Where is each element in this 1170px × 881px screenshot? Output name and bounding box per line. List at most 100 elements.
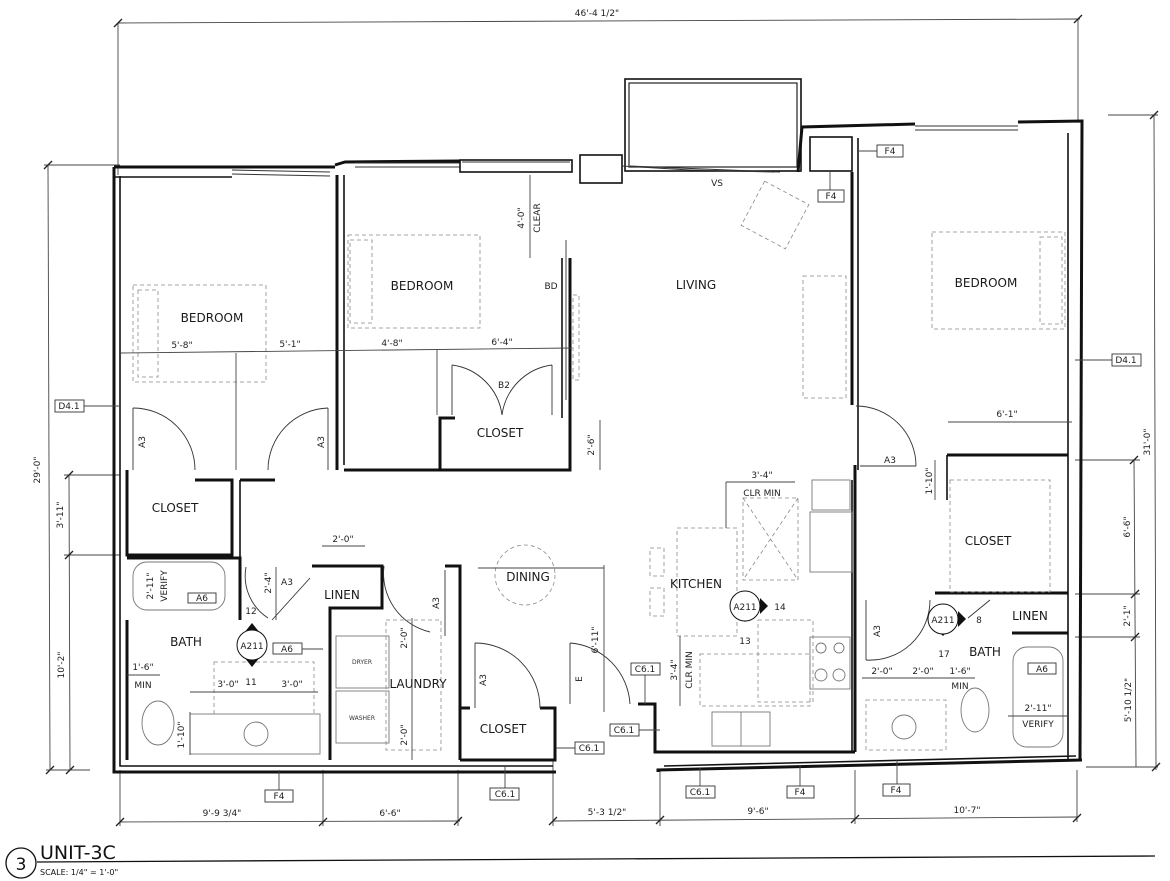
elev-8: 8: [976, 616, 982, 626]
tag-f4-top-b: F4: [826, 192, 837, 202]
elev-17: 17: [938, 650, 949, 660]
dim-5-8: 5'-8": [171, 341, 192, 351]
room-laundry: LAUNDRY: [389, 677, 447, 691]
dim-3-4-top: 3'-4": [751, 471, 772, 481]
dim-6-1: 6'-1": [996, 410, 1017, 420]
dim-2-6: 2'-6": [587, 434, 597, 455]
tag-f4-bottom-b: F4: [795, 788, 806, 798]
elev-11: 11: [245, 678, 256, 688]
tag-c61-kitchen-b: C6.1: [614, 726, 635, 736]
dim-2-0-rbath-b: 2'-0": [912, 667, 933, 677]
tub-left: [132, 561, 226, 611]
toilet-left: [141, 700, 175, 746]
tag-c61-bottom-a: C6.1: [495, 790, 516, 800]
dim-9-9-3-4: 9'-9 3/4": [203, 809, 242, 819]
dim-5-10-half: 5'-10 1/2": [1124, 678, 1134, 722]
bed-left: [132, 284, 267, 383]
drawing-scale: SCALE: 1/4" = 1'-0": [40, 868, 118, 877]
door-tag-vs: VS: [711, 179, 723, 189]
dim-3-0-b: 3'-0": [281, 680, 302, 690]
tub-2-11-left: 2'-11": [146, 572, 156, 599]
tags: D4.1 D4.1 F4 F4 F4 C6.1 C6.1 F4 F4 C6.1 …: [54, 144, 1142, 803]
svg-text:A211: A211: [931, 616, 954, 626]
dim-2-0-laundry-a: 2'-0": [400, 627, 410, 648]
room-bedroom-middle: BEDROOM: [391, 279, 454, 293]
right-height-dimension: 31'-0" 6'-6" 2'-1" 5'-10 1/2": [1075, 110, 1161, 772]
dim-3-4-left: 3'-4": [670, 659, 680, 680]
room-bedroom-right: BEDROOM: [955, 276, 1018, 290]
room-closet-entry: CLOSET: [480, 722, 527, 736]
dim-2-0-rbath-a: 2'-0": [871, 667, 892, 677]
tag-c61-bottom-b: C6.1: [690, 788, 711, 798]
dim-1-6-left: 1'-6": [132, 663, 153, 673]
drawing-title-block: 3 UNIT-3C SCALE: 1/4" = 1'-0": [5, 842, 1156, 879]
label-washer: WASHER: [349, 715, 375, 722]
door-tag-a3-5: A3: [479, 674, 489, 686]
label-dryer: DRYER: [352, 659, 372, 666]
dim-2-0-linen: 2'-0": [332, 535, 353, 545]
exterior-walls: [112, 119, 1084, 774]
door-tag-a3-1: A3: [138, 436, 148, 448]
toilet-right: [960, 687, 990, 733]
door-tag-e: E: [575, 676, 585, 682]
dryer: [335, 635, 390, 689]
callout-a211-bath-left: A211: [236, 623, 268, 667]
overall-width-label: 46'-4 1/2": [575, 9, 619, 19]
tub-right: [1012, 646, 1064, 748]
overall-width-dimension: 46'-4 1/2": [113, 9, 1083, 175]
doors: [132, 240, 991, 709]
dim-6-6-bottom: 6'-6": [379, 809, 400, 819]
elev-14: 14: [774, 603, 786, 613]
dim-10-7: 10'-7": [953, 806, 980, 816]
callout-a211-bath-right: A211: [927, 603, 966, 636]
dim-6-4: 6'-4": [491, 338, 512, 348]
dim-6-6: 6'-6": [1123, 516, 1133, 537]
bed-middle: [347, 234, 481, 329]
sink-left: [243, 721, 269, 747]
room-labels: BEDROOM BEDROOM BEDROOM LIVING DINING KI…: [152, 276, 1048, 736]
sofa: [802, 275, 847, 399]
tv-console: [572, 294, 580, 381]
clear-label: CLEAR: [533, 203, 543, 232]
right-height-label: 31'-0": [1143, 428, 1153, 455]
tag-a6-tub-right: A6: [1036, 665, 1048, 675]
dim-3-0-a: 3'-0": [217, 680, 238, 690]
dim-1-10-bath: 1'-10": [177, 721, 187, 748]
room-closet-middle: CLOSET: [477, 426, 524, 440]
dim-10-2: 10'-2": [57, 651, 67, 678]
drawing-number: 3: [16, 855, 27, 875]
bottom-dimension-string: 9'-9 3/4" 6'-6" 5'-3 1/2" 9'-6" 10'-7": [115, 760, 1082, 827]
room-linen-right: LINEN: [1012, 609, 1048, 623]
left-height-dimension: 29'-0" 3'-11" 10'-2": [33, 160, 120, 775]
dim-1-6-right: 1'-6": [949, 667, 970, 677]
dining-table: [494, 544, 556, 606]
dim-3-11: 3'-11": [56, 501, 66, 528]
tag-a6-tub-left: A6: [196, 594, 208, 604]
furniture: [132, 180, 1066, 755]
tag-c61-closet: C6.1: [579, 744, 600, 754]
min-right: MIN: [951, 682, 968, 692]
armchair: [740, 180, 810, 250]
room-kitchen: KITCHEN: [670, 577, 722, 591]
tub-verify-left: VERIFY: [160, 570, 170, 602]
door-tag-b2: B2: [498, 381, 510, 391]
callout-a211-kitchen: A211: [729, 590, 768, 622]
dim-5-1: 5'-1": [279, 340, 300, 350]
tag-c61-kitchen-a: C6.1: [635, 665, 656, 675]
room-closet-left: CLOSET: [152, 501, 199, 515]
tag-f4-bottom-a: F4: [274, 792, 285, 802]
tub-2-11-right: 2'-11": [1024, 704, 1051, 714]
sink-right: [891, 714, 917, 740]
room-closet-right: CLOSET: [965, 534, 1012, 548]
balcony: [624, 78, 802, 173]
room-living: LIVING: [676, 278, 716, 292]
left-height-label: 29'-0": [33, 456, 43, 483]
drawing-title: UNIT-3C: [40, 842, 116, 864]
room-linen-left: LINEN: [324, 588, 360, 602]
dim-2-4: 2'-4": [264, 572, 274, 593]
dim-5-3-half: 5'-3 1/2": [588, 808, 627, 818]
tag-d41-right: D4.1: [1115, 356, 1136, 366]
room-bedroom-left: BEDROOM: [181, 311, 244, 325]
tag-d41-left: D4.1: [58, 402, 79, 412]
